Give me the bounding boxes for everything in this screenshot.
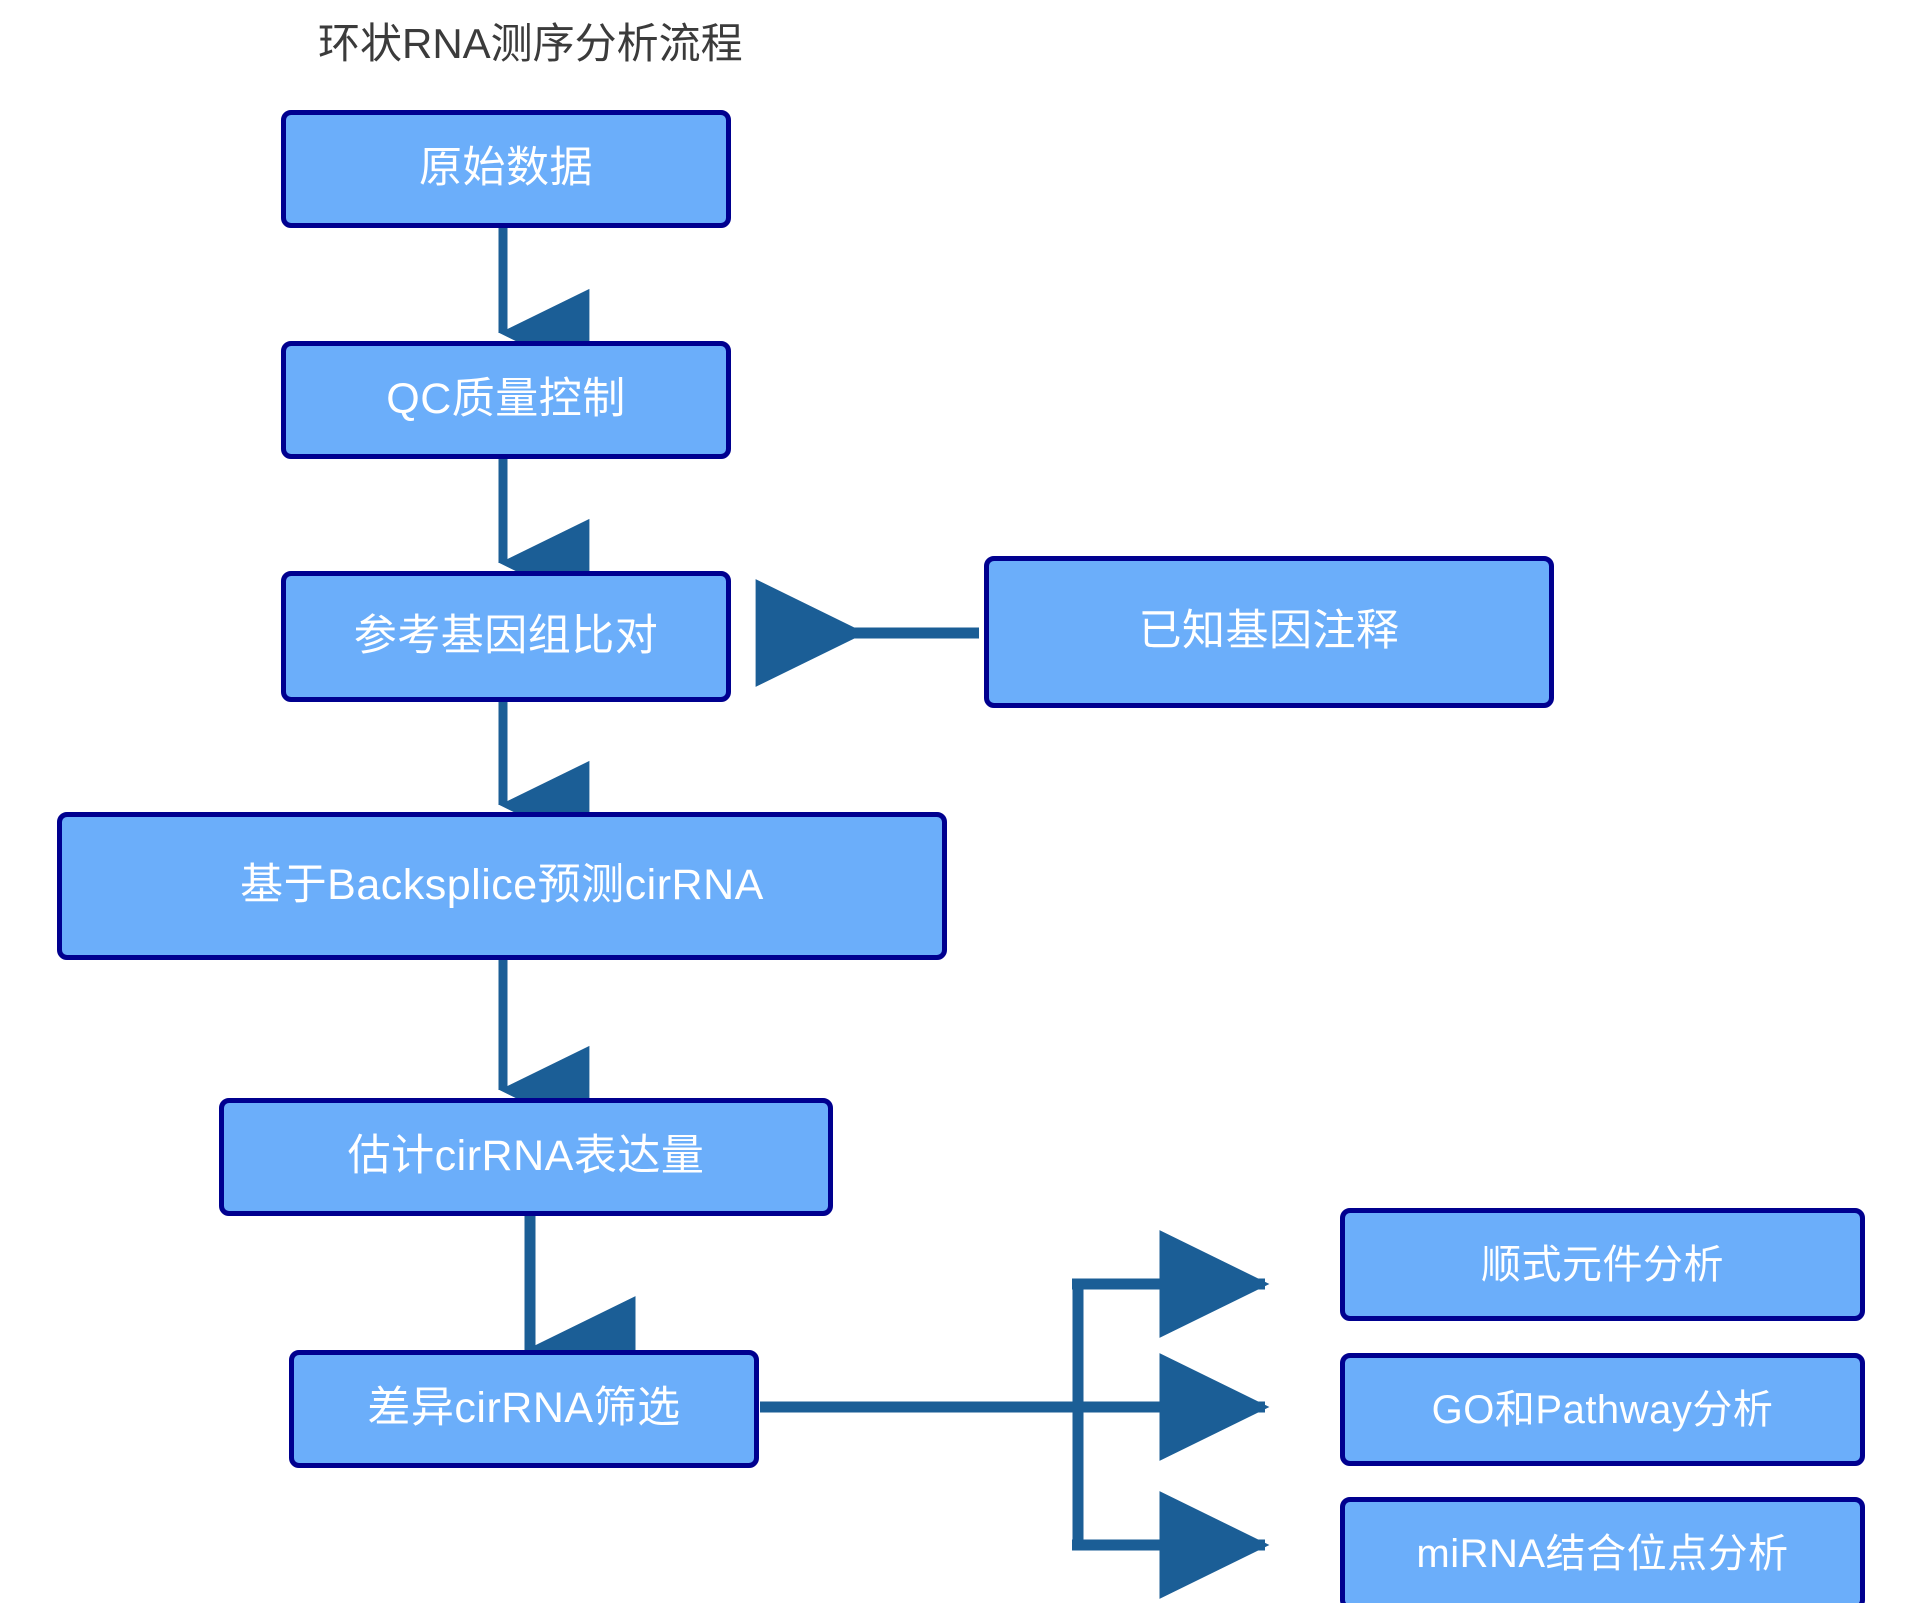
node-genome-alignment[interactable]: 参考基因组比对 — [281, 571, 731, 702]
node-expression-estimate[interactable]: 估计cirRNA表达量 — [219, 1098, 833, 1216]
node-cis-element[interactable]: 顺式元件分析 — [1340, 1208, 1865, 1321]
node-raw-data[interactable]: 原始数据 — [281, 110, 731, 228]
node-known-annotation[interactable]: 已知基因注释 — [984, 556, 1554, 708]
node-diff-screening[interactable]: 差异cirRNA筛选 — [289, 1350, 759, 1468]
node-go-pathway[interactable]: GO和Pathway分析 — [1340, 1353, 1865, 1466]
node-backsplice-predict[interactable]: 基于Backsplice预测cirRNA — [57, 812, 947, 960]
node-qc[interactable]: QC质量控制 — [281, 341, 731, 459]
diagram-title: 环状RNA测序分析流程 — [318, 20, 743, 67]
node-mirna-binding[interactable]: miRNA结合位点分析 — [1340, 1497, 1865, 1603]
edge-diff-screening-branch — [760, 1230, 1270, 1599]
